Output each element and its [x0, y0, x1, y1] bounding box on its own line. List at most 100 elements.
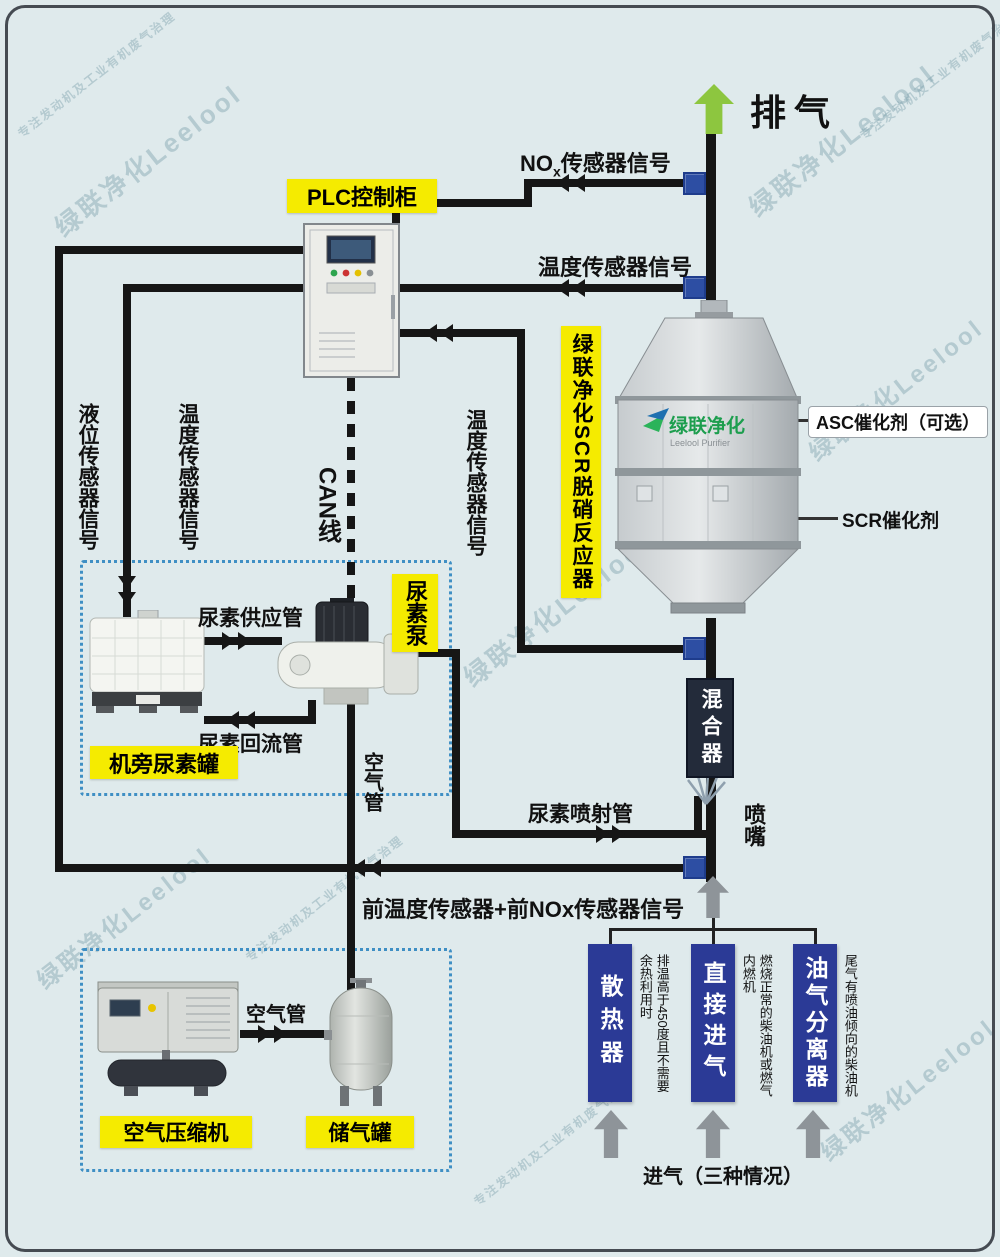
pipe-exhaust-top — [706, 133, 716, 313]
intake-main-arrow — [697, 876, 729, 918]
pipe-exhaust-low — [706, 776, 716, 882]
pipe-inject-c — [452, 830, 714, 838]
watermark-slogan: 专注发动机及工业有机废气治理 — [857, 10, 1000, 143]
asc-catalyst-label: ASC催化剂（可选） — [808, 406, 988, 438]
intake-stem — [712, 914, 715, 930]
asc-leader-line — [794, 419, 810, 422]
temp-top-arrow-icon — [572, 279, 585, 297]
air-tank-label: 储气罐 — [306, 1116, 414, 1148]
pipe-inject-b — [452, 649, 460, 838]
tank-sensor-arrow-icon — [118, 592, 136, 605]
nox-arrow-icon — [556, 174, 569, 192]
urea-tank-label: 机旁尿素罐 — [90, 746, 238, 779]
exhaust-label: 排气 — [750, 92, 839, 133]
direct-intake-label: 直接进气 — [700, 961, 726, 1085]
pipe-inject-a — [415, 649, 460, 657]
can-label-wrap: CAN线 — [310, 455, 344, 555]
front-sensors-label: 前温度传感器+前NOx传感器信号 — [362, 897, 685, 922]
reactor-access-pad — [636, 485, 653, 502]
can-bus-line — [347, 378, 355, 602]
nox-signal-label: NOx传感器信号 — [520, 146, 671, 179]
can-label: CAN线 — [313, 467, 341, 543]
pipe-tank-sensor-v — [123, 284, 131, 617]
mixer-block: 混合器 — [686, 678, 734, 778]
intake-drop-3 — [814, 928, 817, 946]
intake-label: 进气（三种情况） — [643, 1166, 803, 1188]
front-arrow-icon — [368, 859, 381, 877]
pipe-air-vertical — [347, 702, 355, 990]
pipe-inject-d — [694, 796, 702, 838]
scr-reactor-image: 绿联净化 Leelool Purifier — [615, 300, 801, 614]
temp-top-sensor-node — [683, 276, 706, 299]
direct-note-wrap: 燃烧正常的柴油机或燃气内燃机 — [739, 954, 779, 1104]
compressor-label: 空气压缩机 — [100, 1116, 252, 1148]
pipe-front-v — [55, 246, 63, 872]
mixer-label: 混合器 — [699, 687, 722, 769]
reactor-logo-cn: 绿联净化 — [669, 414, 745, 437]
reactor-logo-en: Leelool Purifier — [670, 438, 730, 448]
watermark-slogan: 专注发动机及工业有机废气治理 — [15, 8, 179, 141]
temp-mid-label: 温度传感器信号 — [464, 408, 487, 556]
front-arrow-icon — [352, 859, 365, 877]
temp-left-label-wrap: 温度传感器信号 — [170, 384, 204, 569]
exhaust-up-arrow — [694, 84, 734, 134]
intake-option-separator: 油气分离器 — [793, 944, 837, 1102]
plc-cabinet-image — [303, 223, 400, 378]
air-compressor-image — [97, 981, 239, 1096]
urea-pump-label-box: 尿素泵 — [392, 574, 438, 652]
pipe-urea-return — [204, 716, 316, 724]
scr-leader-line — [798, 517, 838, 520]
temp-mid-sensor-node — [683, 637, 706, 660]
urea-station-group-box — [80, 560, 452, 796]
urea-supply-label: 尿素供应管 — [198, 607, 303, 630]
nox-post: 传感器信号 — [560, 151, 671, 176]
urea-pump-image — [277, 598, 419, 705]
intake-arrow-2 — [696, 1110, 730, 1158]
return-arrow-icon — [226, 711, 239, 729]
front-sensor-node — [683, 856, 706, 879]
intake-drop-1 — [609, 928, 612, 946]
nozzle-spray-icon — [687, 773, 726, 805]
temp-mid-arrow-icon — [440, 324, 453, 342]
pipe-nox-v1 — [524, 179, 532, 207]
pipe-tank-sensor-h — [123, 284, 307, 292]
nox-sub: x — [553, 163, 561, 180]
level-signal-label: 液位传感器信号 — [76, 403, 99, 550]
watermark-brand: 绿联净化Leelool — [743, 58, 942, 223]
plc-label: PLC控制柜 — [287, 179, 437, 213]
direct-intake-note: 燃烧正常的柴油机或燃气内燃机 — [740, 954, 773, 1097]
scr-catalyst-label: SCR催化剂 — [842, 511, 940, 532]
air-arrow-icon — [258, 1025, 271, 1043]
air-supply-group-box — [80, 948, 452, 1172]
pipe-urea-return-stub — [308, 700, 316, 724]
nozzle-label: 喷嘴 — [741, 803, 766, 847]
separator-note-wrap: 尾气有喷油倾向的柴油机 — [841, 954, 881, 1104]
urea-tank-image — [89, 610, 205, 713]
intake-arrow-1 — [594, 1110, 628, 1158]
tank-sensor-arrow-icon — [118, 576, 136, 589]
pipe-exhaust-mid — [706, 618, 716, 680]
nox-sensor-node — [683, 172, 706, 195]
level-signal-label-wrap: 液位传感器信号 — [70, 384, 104, 569]
oil-separator-label: 油气分离器 — [802, 955, 828, 1091]
reactor-side-label: 绿联净化SCR脱硝反应器 — [570, 333, 593, 591]
nozzle-label-wrap: 喷嘴 — [738, 790, 768, 860]
air-pipe-h-label: 空气管 — [246, 1004, 306, 1026]
pipe-front-h-top — [55, 246, 307, 254]
return-arrow-icon — [242, 711, 255, 729]
radiator-label: 散热器 — [597, 973, 623, 1073]
air-pipe-v-label: 空气管 — [360, 752, 383, 812]
inject-arrow-icon — [596, 825, 609, 843]
intake-option-direct: 直接进气 — [691, 944, 735, 1102]
nox-pre: NO — [520, 151, 553, 176]
urea-inject-label: 尿素喷射管 — [528, 803, 633, 826]
pipe-nox-h1 — [524, 179, 683, 187]
temp-mid-arrow-icon — [424, 324, 437, 342]
nox-arrow-icon — [572, 174, 585, 192]
temp-top-arrow-icon — [556, 279, 569, 297]
air-pipe-v-label-wrap: 空气管 — [356, 742, 388, 822]
temp-top-label: 温度传感器信号 — [538, 255, 693, 280]
inject-arrow-icon — [612, 825, 625, 843]
urea-pump-label: 尿素泵 — [403, 580, 428, 646]
